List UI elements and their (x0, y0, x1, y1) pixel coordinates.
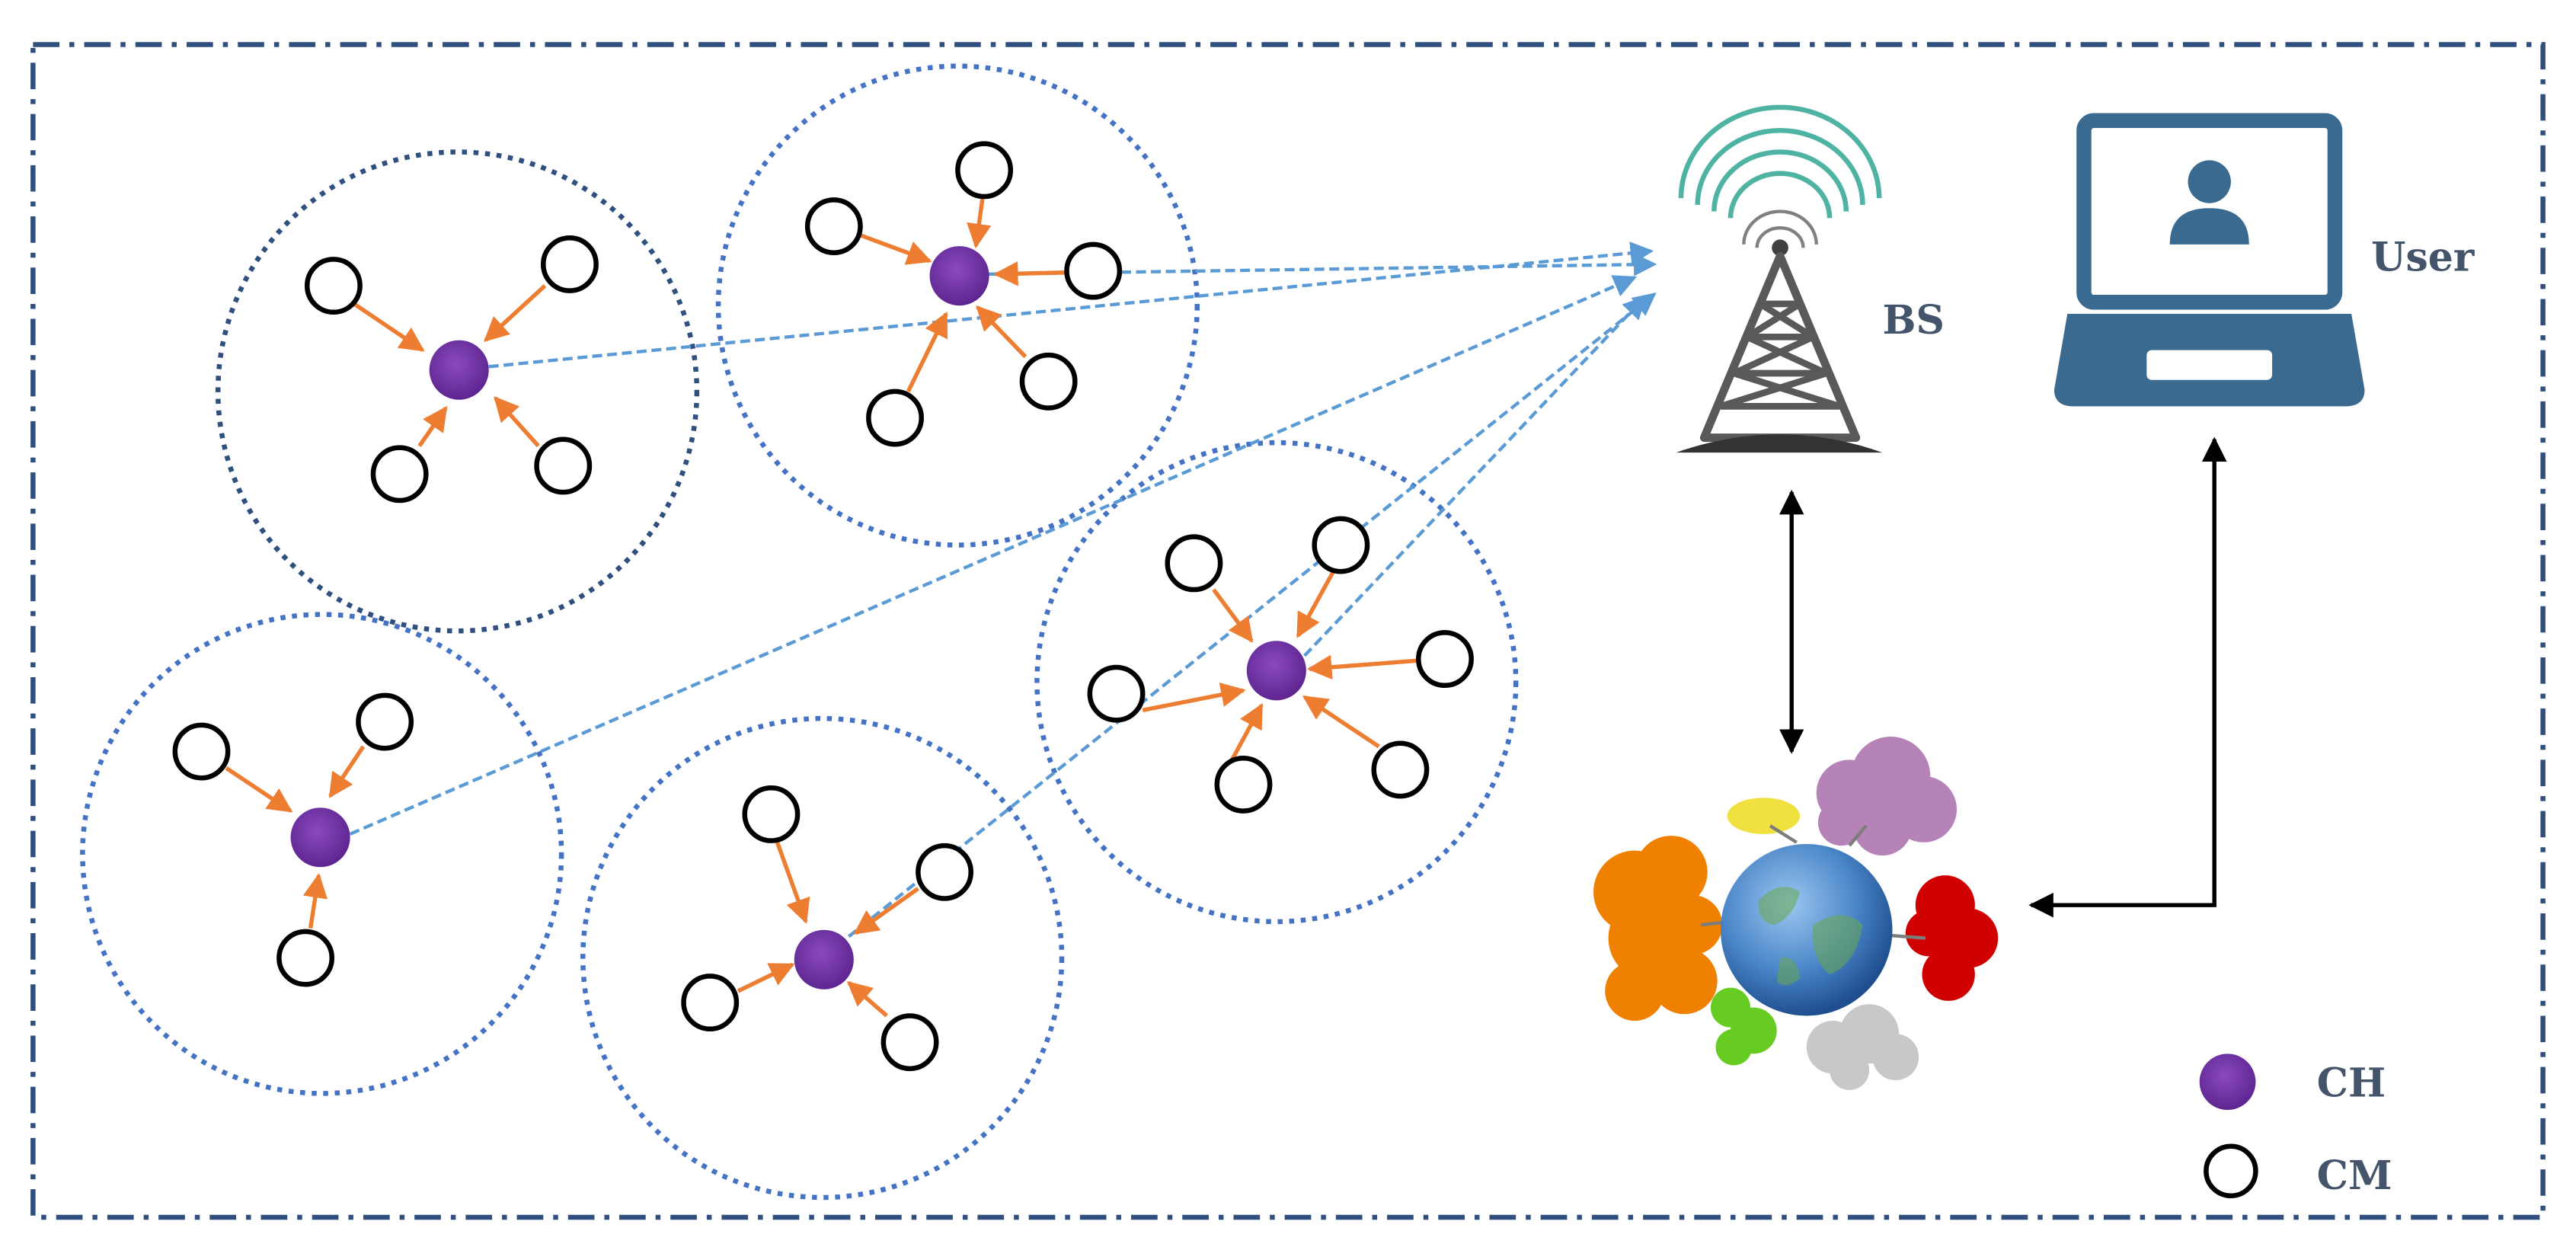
cm-node (1064, 241, 1123, 300)
outer-frame (30, 42, 2546, 1220)
cluster-boundary-5 (1034, 440, 1519, 925)
cluster-boundary-4 (580, 715, 1065, 1201)
cm-node (742, 785, 801, 843)
links (1779, 436, 2227, 918)
legend-ch-swatch (2199, 1054, 2256, 1111)
cm-node (955, 141, 1014, 200)
cm-node (1019, 352, 1078, 411)
bs-label: BS (1882, 297, 1945, 344)
uplink-ch5 (1303, 296, 1647, 657)
cm-node (916, 843, 974, 901)
member-arrows (225, 197, 1417, 1018)
cm-node (541, 235, 599, 293)
ch-node (1246, 641, 1306, 701)
uplinks (349, 241, 1657, 938)
cm-node (866, 388, 924, 447)
legend-ch-label: CH (2317, 1060, 2386, 1107)
ch-node (929, 246, 989, 306)
legend-cm-label: CM (2317, 1153, 2392, 1199)
cluster-boundary-2 (715, 63, 1200, 548)
uplink-ch3 (349, 275, 1638, 836)
laptop-user-icon (2053, 113, 2365, 407)
cluster-boundaries (80, 63, 1519, 1201)
cm-node (304, 257, 363, 315)
cm-node (1312, 516, 1370, 574)
cm-node (370, 445, 429, 504)
cm-node (1416, 630, 1474, 689)
ch-node (794, 929, 854, 990)
cluster-members (172, 141, 1474, 1072)
cluster-boundary-3 (80, 612, 564, 1096)
cm-node (1214, 755, 1273, 814)
legend-cm-swatch (2204, 1143, 2258, 1199)
cluster-heads (290, 246, 1306, 990)
ch-node (290, 807, 350, 868)
cm-node (1087, 664, 1146, 723)
legend: CH CM (2199, 1054, 2392, 1199)
user-label: User (2371, 235, 2475, 281)
cm-node (172, 722, 231, 781)
cm-node (804, 197, 863, 255)
cluster-boundary-1 (215, 149, 700, 634)
cm-node (1165, 534, 1223, 593)
ch-node (429, 340, 489, 400)
cm-node (1371, 740, 1430, 799)
cm-node (356, 692, 414, 751)
cm-node (534, 436, 593, 495)
cm-node (276, 929, 335, 987)
cm-node (881, 1013, 939, 1072)
user-cloud-link (2028, 436, 2227, 918)
cm-node (681, 974, 740, 1032)
cell-tower-icon (1676, 104, 1883, 453)
uplink-ch4 (847, 293, 1657, 938)
uplink-ch1 (488, 241, 1654, 369)
cloud-globe-icon (1593, 737, 1999, 1091)
